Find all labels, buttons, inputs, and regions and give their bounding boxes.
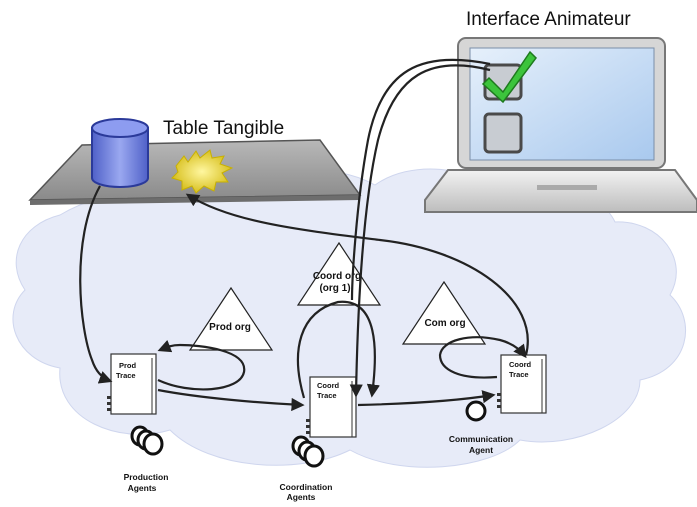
prod-trace-label-line1: Prod <box>119 361 137 370</box>
prod-org-label: Prod org <box>209 322 251 333</box>
coord-trace-document-right: Coord Trace <box>497 354 547 414</box>
arrow-right-trace-to-table <box>185 193 529 356</box>
coordination-agents-icon <box>291 435 325 468</box>
coord-trace-right-label-line1: Coord <box>509 360 531 369</box>
token-sun-icon <box>171 149 234 194</box>
prod-trace-document: Prod Trace <box>107 353 157 415</box>
com-org-triangle: Com org <box>401 280 487 345</box>
coordination-agents-label-line2: Agents <box>287 492 316 502</box>
arrow-com-org-loop <box>438 336 527 379</box>
coord-trace-right-label-line2: Trace <box>509 370 529 379</box>
communication-agent-label-line1: Communication <box>449 434 513 444</box>
laptop-icon <box>424 37 697 213</box>
coord-trace-center-label-line2: Trace <box>317 391 337 400</box>
connection-arrows <box>79 58 529 412</box>
com-org-label: Com org <box>424 318 465 329</box>
coord-org-label-line2: (org 1) <box>319 283 350 294</box>
production-agents-icon <box>130 425 164 456</box>
checked-checkbox-icon <box>481 50 537 104</box>
arrow-coord-org-loop <box>296 300 380 399</box>
empty-checkbox-icon <box>483 112 523 154</box>
arrow-laptop-to-coord-trace <box>349 64 491 398</box>
prod-org-triangle: Prod org <box>188 286 274 351</box>
production-agents-label-line2: Agents <box>128 483 157 493</box>
arrow-laptop-return <box>350 58 491 301</box>
database-cylinder-icon <box>91 118 149 188</box>
production-agents-label-line1: Production <box>124 472 169 482</box>
communication-agent-icon <box>465 400 487 422</box>
coordination-agents-label-line1: Coordination <box>280 482 333 492</box>
coord-org-label-line1: Coord org <box>313 271 361 282</box>
arrow-coord-to-right-trace <box>357 390 496 407</box>
prod-trace-label-line2: Trace <box>116 371 136 380</box>
communication-agent-label-line2: Agent <box>469 445 493 455</box>
interface-label: Interface Animateur <box>466 9 631 30</box>
table-label: Table Tangible <box>163 118 284 139</box>
arrow-table-to-prod-trace <box>79 185 113 384</box>
coord-trace-document-center: Coord Trace <box>306 376 357 438</box>
arrow-prod-org-loop <box>157 339 246 391</box>
arrow-prod-to-coord <box>157 388 305 412</box>
coord-trace-center-label-line1: Coord <box>317 381 339 390</box>
